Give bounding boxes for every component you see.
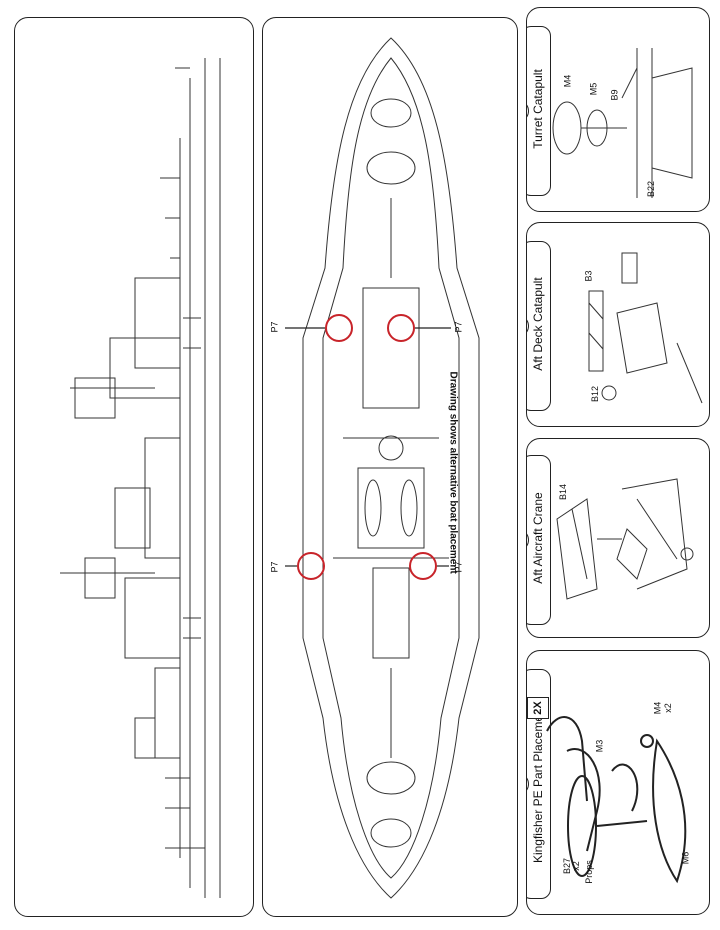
turret-catapult-drawing (552, 48, 693, 198)
boat-highlight-ring (409, 552, 437, 580)
kingfisher-drawing (546, 716, 687, 884)
section-title-box (527, 455, 551, 625)
part-label: B14 (558, 483, 569, 501)
part-label-p7: P7 (269, 321, 280, 333)
part-label: M6 (680, 851, 691, 865)
part-label: x2 (662, 703, 673, 713)
section-c-panel: Aft Deck Catapult C B3 B12 (526, 222, 710, 427)
boat-placement-caption: Drawing shows alternative boat placement (447, 371, 459, 574)
part-leader-lines (285, 327, 451, 567)
boat-highlight-ring (325, 314, 353, 342)
part-label: M5 (588, 82, 599, 96)
section-title-box (527, 241, 551, 411)
part-label: B9 (609, 89, 620, 101)
scale-badge: 2X (527, 697, 549, 719)
part-label: M3 (594, 739, 605, 753)
part-label: B12 (590, 385, 601, 403)
section-a-panel: Kingfisher PE Part Placement A 2X M3 M4 … (526, 650, 710, 915)
part-label: Props (583, 860, 594, 884)
part-label-p7: P7 (453, 321, 464, 333)
aft-aircraft-crane-drawing (556, 478, 694, 600)
part-label: B3 (583, 270, 594, 282)
section-b-panel: Aft Aircraft Crane B B14 (526, 438, 710, 638)
aft-deck-catapult-drawing (588, 252, 703, 404)
top-view-panel: P7 P7 P7 P7 Drawing shows alternative bo… (262, 17, 518, 917)
boat-highlight-ring (387, 314, 415, 342)
side-profile-panel (14, 17, 254, 917)
part-label-p7: P7 (269, 561, 280, 573)
part-label: B22 (646, 180, 657, 198)
part-label: x2 (570, 861, 581, 871)
part-label: M4 (652, 701, 663, 715)
part-label: M4 (562, 74, 573, 88)
side-profile-drawing (60, 58, 221, 898)
section-d-panel: Turret Catapult D M4 M5 B9 B22 (526, 7, 710, 212)
section-title-box (527, 26, 551, 196)
boat-highlight-ring (297, 552, 325, 580)
top-view-drawing (302, 37, 480, 899)
